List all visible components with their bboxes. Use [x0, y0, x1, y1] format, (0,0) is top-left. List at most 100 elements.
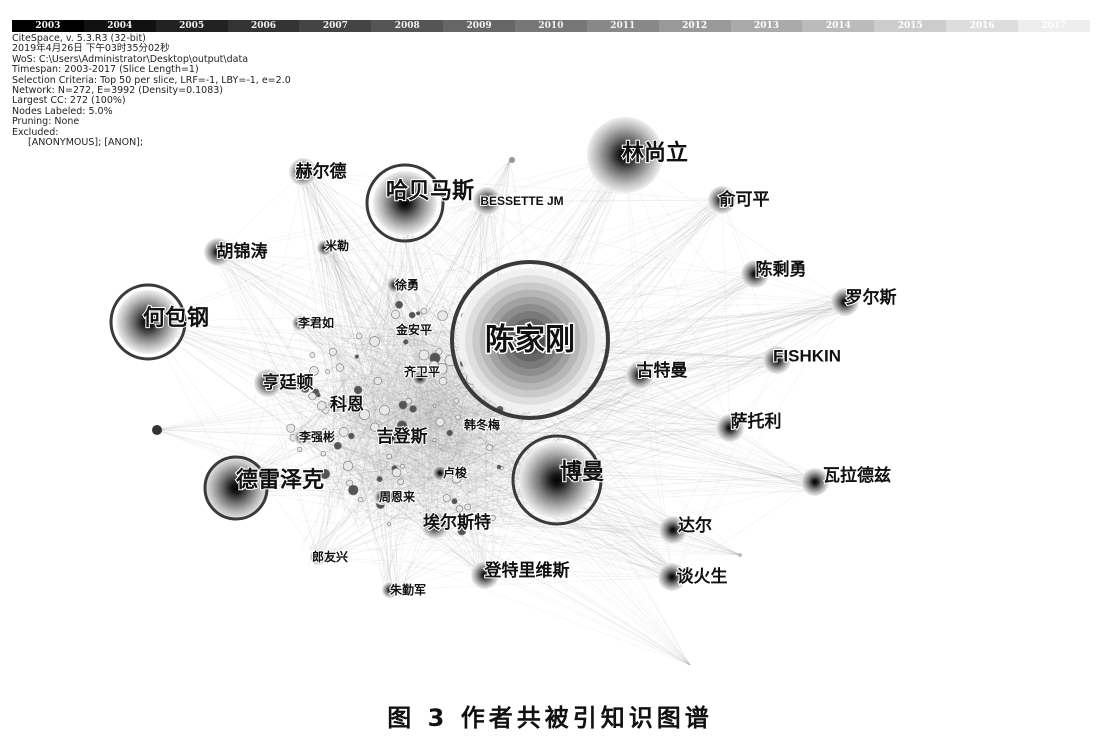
- network-edge: [357, 356, 389, 446]
- network-edge: [306, 431, 397, 472]
- network-edge: [325, 507, 500, 554]
- network-edge: [156, 389, 475, 431]
- node-body: [471, 561, 499, 589]
- network-edge: [385, 290, 471, 473]
- network-edge: [295, 163, 408, 430]
- minor-node: [354, 354, 359, 359]
- network-edge: [383, 297, 850, 385]
- info-line: Timespan: 2003-2017 (Slice Length=1): [12, 64, 199, 76]
- network-edge: [413, 376, 492, 526]
- network-edge: [245, 358, 366, 494]
- minor-node: [405, 397, 412, 405]
- network-edge: [305, 434, 433, 510]
- network-edge: [396, 387, 423, 592]
- network-edge: [302, 330, 416, 412]
- network-edge: [352, 453, 392, 593]
- network-edge: [522, 197, 722, 466]
- info-line: Excluded:: [12, 126, 59, 138]
- burst-ring: [511, 434, 603, 526]
- network-edge: [302, 171, 383, 498]
- network-edge: [385, 279, 389, 520]
- network-edge: [245, 413, 442, 497]
- network-edge: [384, 351, 428, 431]
- network-edge: [299, 322, 486, 576]
- timeline-year-2011: 2011: [586, 20, 659, 32]
- network-edge: [299, 322, 393, 438]
- network-edge: [444, 421, 528, 483]
- network-edge: [301, 436, 486, 576]
- network-edge: [486, 199, 723, 202]
- network-edge: [324, 247, 486, 576]
- minor-node: [395, 300, 403, 309]
- network-edge: [237, 458, 491, 487]
- network-edge: [511, 369, 639, 425]
- network-edge: [500, 522, 680, 534]
- node-label: 古特曼: [637, 360, 688, 381]
- network-edge: [259, 376, 514, 475]
- network-edge: [335, 379, 811, 485]
- network-edge: [214, 253, 363, 478]
- network-edge: [639, 199, 723, 376]
- minor-node: [492, 419, 498, 425]
- network-edge: [418, 496, 741, 556]
- network-edge: [445, 352, 478, 567]
- network-edge: [393, 297, 846, 423]
- network-edge: [394, 199, 723, 286]
- network-edge: [454, 469, 691, 666]
- node-miller: 米勒: [317, 237, 350, 256]
- network-edge: [300, 436, 367, 513]
- network-edge: [295, 437, 521, 514]
- network-edge: [156, 429, 407, 514]
- network-edge: [147, 321, 319, 558]
- network-edge: [156, 429, 498, 445]
- network-edge: [208, 246, 424, 377]
- network-edge: [375, 337, 436, 525]
- network-edge: [267, 382, 441, 474]
- peripheral-node: [152, 425, 162, 435]
- node-label: 俞可平: [718, 189, 770, 210]
- node-walzer: 瓦拉德兹: [801, 464, 892, 496]
- network-edge: [302, 520, 741, 556]
- network-edge: [223, 256, 409, 372]
- network-edge: [418, 397, 465, 429]
- network-edge: [300, 438, 511, 520]
- network-edge: [381, 496, 391, 591]
- network-edge: [331, 244, 377, 510]
- node-body: [658, 563, 686, 591]
- network-edge: [370, 331, 385, 581]
- network-edge: [404, 202, 486, 576]
- node-body: [289, 158, 317, 186]
- network-edge: [309, 419, 380, 560]
- network-edge: [317, 254, 449, 496]
- network-edge: [217, 251, 471, 426]
- node-body: [204, 238, 232, 266]
- network-edge: [302, 171, 391, 591]
- network-edge: [440, 387, 495, 571]
- node-gutmann: 古特曼: [626, 359, 689, 389]
- network-edge: [365, 481, 691, 666]
- network-edge: [372, 488, 393, 582]
- network-edge: [330, 354, 664, 569]
- info-line: Nodes Labeled: 5.0%: [12, 105, 113, 117]
- node-hujintao: 胡锦涛: [204, 238, 269, 266]
- network-edge: [214, 247, 371, 492]
- network-edge: [348, 473, 691, 666]
- network-edge: [323, 241, 366, 456]
- network-edge: [357, 146, 618, 347]
- network-edge: [227, 364, 484, 488]
- network-edge: [439, 374, 641, 474]
- network-edge: [335, 377, 495, 411]
- network-edge: [721, 199, 731, 429]
- network-edge: [402, 159, 511, 501]
- network-edge: [334, 284, 396, 406]
- network-edge: [302, 171, 723, 201]
- network-edge: [391, 436, 436, 526]
- node-tree-ring: [522, 332, 538, 348]
- node-label: 罗尔斯: [846, 287, 897, 308]
- node-label: 萨托利: [731, 411, 782, 432]
- network-edge: [301, 202, 406, 438]
- node-label: 米勒: [325, 238, 349, 253]
- network-edge: [156, 388, 393, 431]
- network-edge: [300, 171, 481, 434]
